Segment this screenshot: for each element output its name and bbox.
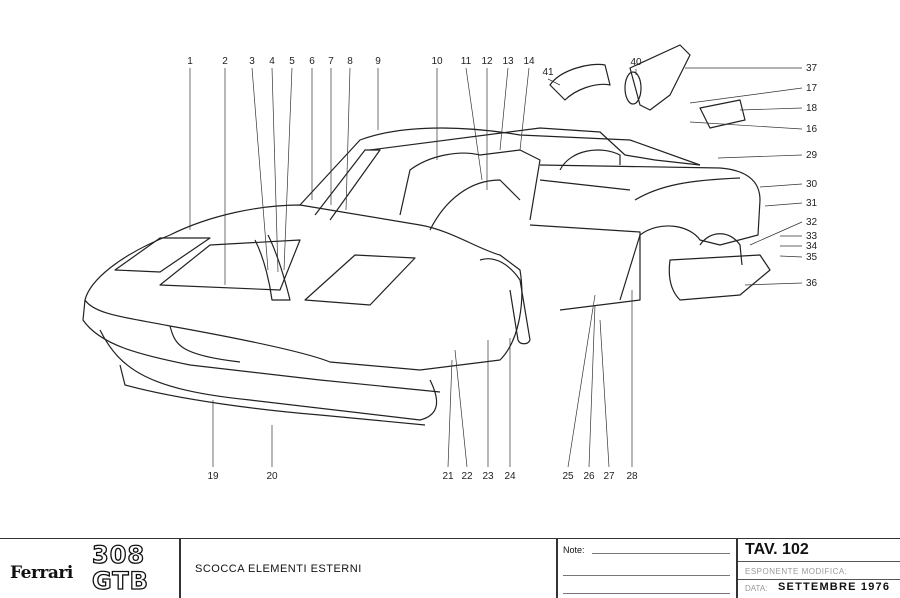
divider (179, 539, 181, 598)
divider (738, 561, 900, 562)
callout-41: 41 (542, 67, 554, 78)
callout-1: 1 (187, 56, 193, 67)
callout-32: 32 (806, 217, 818, 228)
leader-line-17 (689, 87, 803, 104)
callout-21: 21 (442, 471, 454, 482)
leader-line-26 (588, 304, 596, 468)
leader-line-18 (739, 107, 803, 111)
callout-30: 30 (806, 179, 818, 190)
date-value: SETTEMBRE 1976 (778, 581, 891, 593)
leader-line-8 (345, 67, 351, 211)
leader-line-3 (251, 67, 269, 271)
note-line (563, 593, 730, 594)
leader-line-5 (283, 67, 293, 271)
leader-line-29 (717, 154, 803, 159)
leader-line-4 (271, 67, 279, 273)
callout-9: 9 (375, 56, 381, 67)
leader-line-31 (764, 202, 803, 207)
callout-37: 37 (806, 63, 818, 74)
leader-line-21 (447, 359, 453, 468)
esponente-label: ESPONENTE MODIFICA: (745, 567, 848, 576)
table-number: TAV. 102 (745, 541, 809, 558)
leader-line-41 (547, 78, 561, 86)
callout-20: 20 (266, 471, 278, 482)
callout-13: 13 (502, 56, 514, 67)
note-label: Note: (563, 545, 585, 555)
leader-line-35 (779, 255, 803, 258)
callout-14: 14 (523, 56, 535, 67)
callout-29: 29 (806, 150, 818, 161)
divider (736, 539, 738, 598)
callout-31: 31 (806, 198, 818, 209)
ferrari-logo: Ferrari (10, 563, 73, 583)
callout-16: 16 (806, 124, 818, 135)
car-body-outline (82, 44, 771, 426)
leader-line-32 (749, 221, 803, 246)
callout-19: 19 (207, 471, 219, 482)
callout-26: 26 (583, 471, 595, 482)
leader-line-30 (759, 183, 803, 188)
callout-40: 40 (630, 57, 642, 68)
callout-25: 25 (562, 471, 574, 482)
leader-line-36 (744, 282, 803, 286)
leader-line-25 (567, 294, 596, 468)
callout-18: 18 (806, 103, 818, 114)
callout-27: 27 (603, 471, 615, 482)
callout-35: 35 (806, 252, 818, 263)
title-block: Ferrari 308 GTB SCOCCA ELEMENTI ESTERNI … (0, 538, 900, 598)
leader-line-27 (599, 319, 610, 468)
leader-line-22 (454, 349, 468, 468)
divider (738, 579, 900, 580)
callout-4: 4 (269, 56, 275, 67)
model-name: GTB (91, 567, 149, 595)
callout-28: 28 (626, 471, 638, 482)
model-logo: 308 GTB (91, 541, 170, 595)
leader-line-14 (519, 67, 530, 151)
callout-10: 10 (431, 56, 443, 67)
callout-8: 8 (347, 56, 353, 67)
callout-36: 36 (806, 278, 818, 289)
leader-line-16 (689, 121, 803, 130)
callout-22: 22 (461, 471, 473, 482)
callout-7: 7 (328, 56, 334, 67)
leader-line-13 (499, 67, 509, 151)
callout-12: 12 (481, 56, 493, 67)
callout-23: 23 (482, 471, 494, 482)
callout-33: 33 (806, 231, 818, 242)
note-line (592, 553, 730, 554)
callout-5: 5 (289, 56, 295, 67)
leader-line-11 (465, 67, 483, 181)
drawing-description: SCOCCA ELEMENTI ESTERNI (195, 563, 362, 575)
divider (556, 539, 558, 598)
note-line (563, 575, 730, 576)
date-label: DATA: (745, 584, 768, 593)
callout-11: 11 (461, 56, 472, 67)
callout-24: 24 (504, 471, 516, 482)
callout-3: 3 (249, 56, 255, 67)
callout-6: 6 (309, 56, 315, 67)
callout-34: 34 (806, 241, 818, 252)
callout-2: 2 (222, 56, 228, 67)
model-number: 308 (91, 541, 146, 569)
callout-17: 17 (806, 83, 818, 94)
callout-leaders (189, 67, 803, 468)
